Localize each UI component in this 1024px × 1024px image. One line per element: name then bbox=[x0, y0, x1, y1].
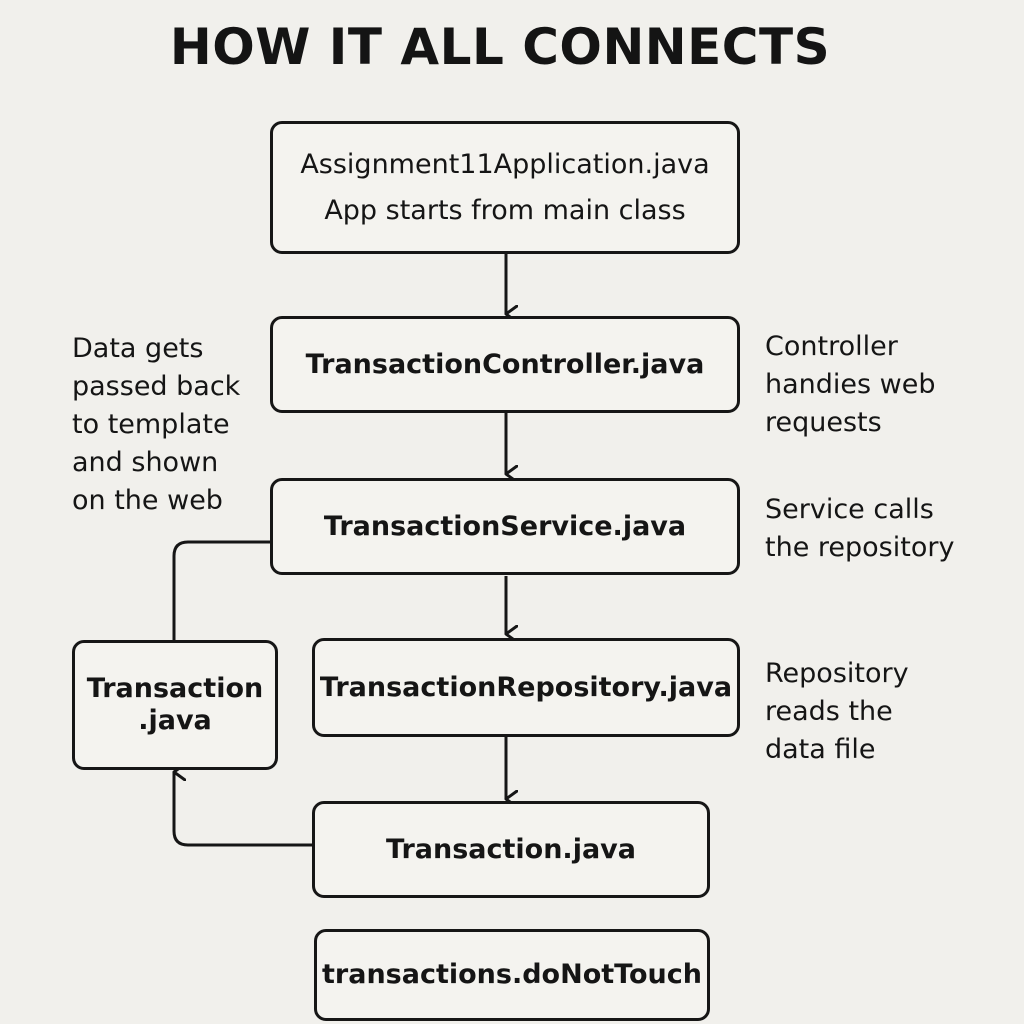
node-model-name: Transaction.java bbox=[386, 833, 636, 865]
note-repository-line: reads the bbox=[765, 696, 893, 727]
note-left-line: Data gets bbox=[72, 333, 204, 364]
note-left: Data gets passed back to template and sh… bbox=[72, 330, 262, 520]
note-left-line: and shown bbox=[72, 447, 219, 478]
line-left-model-to-service bbox=[172, 540, 270, 641]
diagram-title: HOW IT ALL CONNECTS bbox=[169, 18, 831, 76]
node-app-desc: App starts from main class bbox=[324, 194, 686, 226]
node-model-left: Transaction .java bbox=[72, 640, 278, 770]
node-model: Transaction.java bbox=[312, 801, 710, 898]
note-service-line: the repository bbox=[765, 532, 955, 563]
node-repository-name: TransactionRepository.java bbox=[319, 671, 733, 703]
node-app: Assignment11Application.java App starts … bbox=[270, 121, 740, 254]
note-controller-line: Controller bbox=[765, 331, 898, 362]
note-repository: Repository reads the data file bbox=[765, 655, 1005, 769]
note-service-line: Service calls bbox=[765, 494, 934, 525]
note-controller: Controller handies web requests bbox=[765, 328, 1005, 442]
note-left-line: passed back bbox=[72, 371, 241, 402]
note-repository-line: data file bbox=[765, 734, 876, 765]
node-controller: TransactionController.java bbox=[270, 316, 740, 413]
note-left-line: to template bbox=[72, 409, 230, 440]
note-repository-line: Repository bbox=[765, 658, 909, 689]
node-datafile-name: transactions.doNotTouch bbox=[322, 959, 702, 991]
node-model-left-line2: .java bbox=[138, 705, 212, 736]
node-repository: TransactionRepository.java bbox=[312, 638, 740, 737]
node-controller-name: TransactionController.java bbox=[305, 348, 705, 380]
note-controller-line: handies web bbox=[765, 369, 936, 400]
note-controller-line: requests bbox=[765, 407, 882, 438]
node-service: TransactionService.java bbox=[270, 478, 740, 575]
arrow-model-to-left-model bbox=[172, 772, 312, 847]
node-model-left-line1: Transaction bbox=[86, 673, 264, 705]
node-datafile: transactions.doNotTouch bbox=[314, 929, 710, 1021]
note-service: Service calls the repository bbox=[765, 491, 1005, 567]
node-service-name: TransactionService.java bbox=[323, 510, 687, 542]
node-app-name: Assignment11Application.java bbox=[300, 149, 710, 181]
note-left-line: on the web bbox=[72, 485, 223, 516]
